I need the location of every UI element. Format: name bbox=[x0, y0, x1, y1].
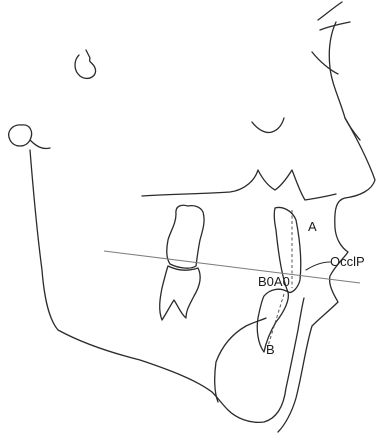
ear-curl bbox=[75, 50, 96, 78]
lower-incisor-axis bbox=[268, 294, 284, 346]
label-occlusal-plane: OcclP bbox=[330, 254, 365, 269]
lower-molar bbox=[160, 266, 200, 320]
label-projection: B0A0 bbox=[258, 274, 290, 289]
nasal-contour bbox=[312, 2, 360, 140]
upper-molar bbox=[167, 205, 204, 268]
mandible-symphysis bbox=[215, 318, 266, 402]
label-point-a: A bbox=[308, 219, 317, 234]
occlusal-plane-line bbox=[104, 251, 360, 283]
orbit-notch bbox=[252, 118, 284, 133]
condyle-outline bbox=[9, 125, 50, 149]
occlusal-pointer bbox=[306, 262, 330, 270]
maxilla-outline bbox=[142, 170, 336, 200]
label-point-b: B bbox=[266, 342, 275, 357]
